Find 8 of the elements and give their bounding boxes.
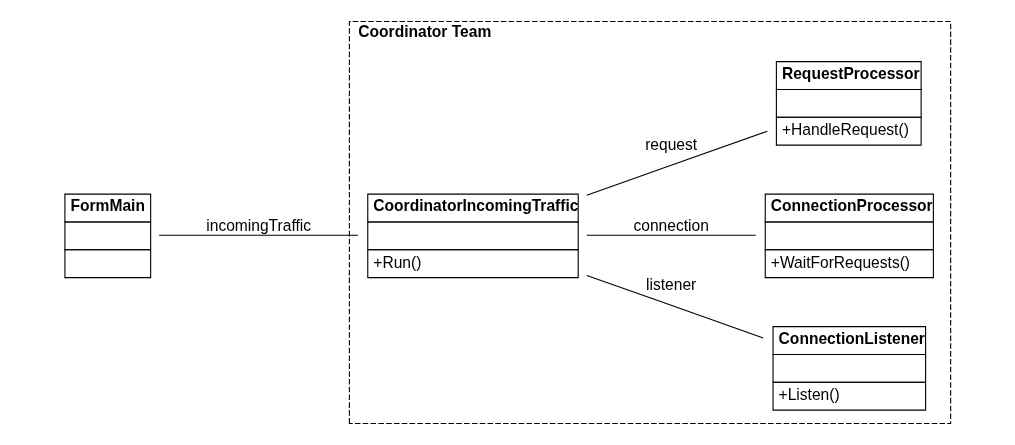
edge-label: request	[645, 135, 698, 153]
connector	[586, 234, 757, 236]
connector	[158, 234, 359, 236]
connector	[586, 274, 764, 339]
edge-label: incomingTraffic	[206, 217, 312, 235]
edge-label: connection	[633, 217, 709, 235]
connector	[586, 130, 768, 196]
edge-label: listener	[646, 276, 697, 294]
